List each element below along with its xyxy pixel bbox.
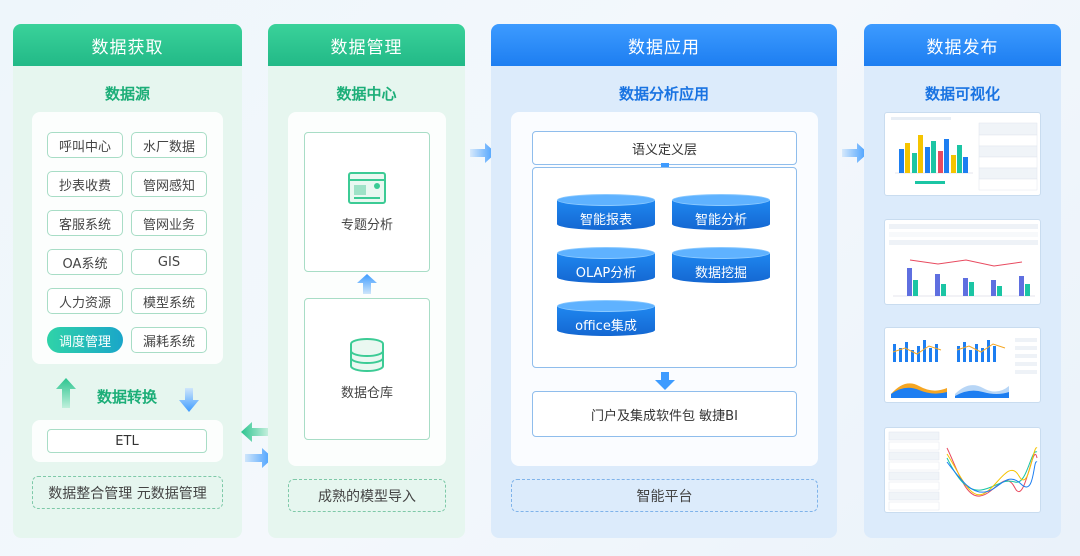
source-item-active[interactable]: 调度管理 xyxy=(47,327,123,353)
source-item[interactable]: 客服系统 xyxy=(47,210,123,236)
left-arrow-icon xyxy=(241,422,269,442)
module-smart-report[interactable]: 智能报表 xyxy=(557,194,655,230)
semantic-layer-box[interactable]: 语义定义层 xyxy=(532,131,797,165)
right-arrow-icon xyxy=(245,448,273,468)
intelligent-platform-box: 智能平台 xyxy=(511,479,818,512)
source-item[interactable]: 管网业务 xyxy=(131,210,207,236)
down-arrow-icon xyxy=(179,388,199,412)
source-item[interactable]: 模型系统 xyxy=(131,288,207,314)
visualization-thumbnail-bar-table[interactable] xyxy=(884,112,1041,196)
down-arrow-icon xyxy=(655,372,675,390)
right-arrow-icon xyxy=(842,143,868,163)
section-title-data-source: 数据源 xyxy=(104,85,150,103)
column-header: 数据应用 xyxy=(491,24,837,66)
topic-analysis-card[interactable]: 专题分析 xyxy=(304,132,430,272)
model-import-box: 成熟的模型导入 xyxy=(288,479,446,512)
source-item[interactable]: OA系统 xyxy=(47,249,123,275)
etl-box[interactable]: ETL xyxy=(47,429,207,453)
section-title-data-analysis-app: 数据分析应用 xyxy=(618,85,709,103)
module-data-mining[interactable]: 数据挖掘 xyxy=(672,247,770,283)
column-header: 数据获取 xyxy=(13,24,242,66)
source-item[interactable]: 呼叫中心 xyxy=(47,132,123,158)
column-header: 数据管理 xyxy=(268,24,465,66)
report-icon xyxy=(348,171,386,204)
up-arrow-icon xyxy=(56,378,76,408)
source-item[interactable]: 水厂数据 xyxy=(131,132,207,158)
section-title-data-transform: 数据转换 xyxy=(96,388,157,406)
topic-analysis-label: 专题分析 xyxy=(340,217,393,233)
data-warehouse-card[interactable]: 数据仓库 xyxy=(304,298,430,440)
source-item[interactable]: 管网感知 xyxy=(131,171,207,197)
section-title-data-visualization: 数据可视化 xyxy=(924,85,1000,103)
database-icon xyxy=(350,337,384,372)
source-item[interactable]: GIS xyxy=(131,249,207,275)
portal-box[interactable]: 门户及集成软件包 敏捷BI xyxy=(532,391,797,437)
integration-management-box: 数据整合管理 元数据管理 xyxy=(32,476,223,509)
column-header: 数据发布 xyxy=(864,24,1061,66)
visualization-thumbnail-table-lines[interactable] xyxy=(884,427,1041,513)
visualization-thumbnail-dashboard[interactable] xyxy=(884,327,1041,403)
visualization-thumbnail-combo[interactable] xyxy=(884,219,1041,305)
data-warehouse-label: 数据仓库 xyxy=(340,385,393,401)
right-arrow-icon xyxy=(470,143,496,163)
source-item[interactable]: 漏耗系统 xyxy=(131,327,207,353)
module-office-integration[interactable]: office集成 xyxy=(557,300,655,336)
section-title-data-center: 数据中心 xyxy=(336,85,397,103)
module-olap-analysis[interactable]: OLAP分析 xyxy=(557,247,655,283)
source-item[interactable]: 抄表收费 xyxy=(47,171,123,197)
up-arrow-icon xyxy=(357,274,377,294)
module-smart-analysis[interactable]: 智能分析 xyxy=(672,194,770,230)
source-item[interactable]: 人力资源 xyxy=(47,288,123,314)
